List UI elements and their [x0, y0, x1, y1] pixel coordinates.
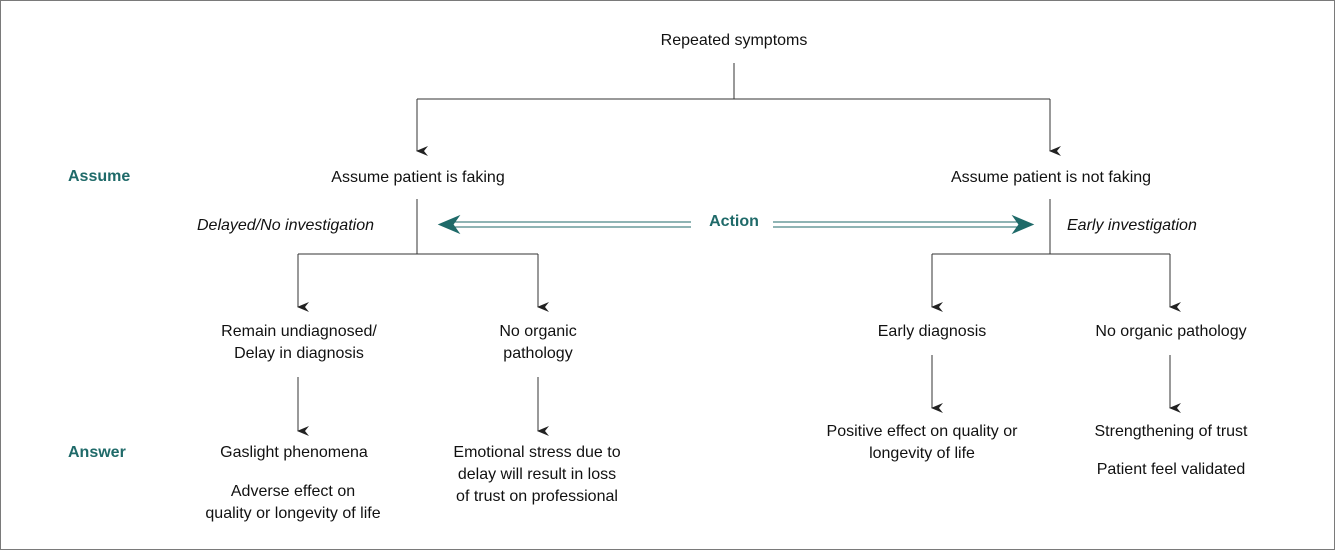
left-b-outcome: No organic pathology — [499, 321, 576, 365]
right-investigation: Early investigation — [1067, 217, 1197, 234]
left-b-outcome-line-1: No organic — [499, 323, 577, 340]
left-a-answer-2-line-1: Adverse effect on — [230, 483, 356, 500]
right-a-answer: Positive effect on quality or longevity … — [827, 421, 1018, 465]
left-b-outcome-line-2: pathology — [503, 345, 573, 362]
assume-label: Assume — [68, 168, 131, 185]
left-investigation: Delayed/No investigation — [197, 217, 374, 234]
left-assumption: Assume patient is faking — [331, 169, 505, 186]
right-b-answer-1: Strengthening of trust — [1094, 423, 1248, 440]
right-assumption: Assume patient is not faking — [950, 169, 1152, 186]
action-left-double-arrow — [437, 214, 691, 235]
left-b-answer-line-3: of trust on professional — [456, 488, 618, 505]
left-a-answer-2: Adverse effect on quality or longevity o… — [205, 481, 380, 525]
left-a-outcome-line-1: Remain undiagnosed/ — [221, 323, 377, 340]
right-b-outcome: No organic pathology — [1095, 323, 1247, 340]
left-a-answer-1: Gaslight phenomena — [220, 444, 368, 461]
right-a-answer-line-1: Positive effect on quality or — [826, 423, 1018, 440]
root-node: Repeated symptoms — [660, 32, 808, 49]
left-a-answer-2-line-2: quality or longevity of life — [205, 505, 381, 522]
right-a-answer-line-2: longevity of life — [869, 445, 975, 462]
left-a-outcome-line-2: Delay in diagnosis — [234, 345, 364, 362]
right-a-outcome: Early diagnosis — [877, 323, 987, 340]
action-right-double-arrow — [773, 214, 1035, 235]
answer-label: Answer — [68, 444, 126, 461]
left-b-answer-line-1: Emotional stress due to — [453, 444, 621, 461]
left-b-answer-line-2: delay will result in loss — [457, 466, 617, 483]
left-b-answer: Emotional stress due to delay will resul… — [453, 442, 620, 508]
action-label: Action — [709, 213, 759, 230]
right-b-answer-2: Patient feel validated — [1096, 461, 1246, 478]
left-a-outcome: Remain undiagnosed/ Delay in diagnosis — [221, 321, 377, 365]
